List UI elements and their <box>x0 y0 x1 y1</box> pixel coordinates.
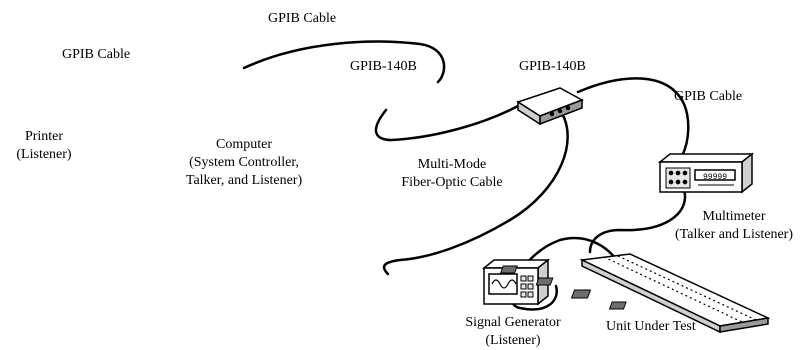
computer-role-line-2: Talker, and Listener) <box>185 173 303 188</box>
multimeter-role: (Talker and Listener) <box>675 227 793 242</box>
signal-generator <box>481 258 551 306</box>
unit-under-test-board <box>499 253 771 334</box>
label-gpib-cable-left: GPIB Cable <box>62 47 131 62</box>
gpib-cable-top-left <box>242 40 446 84</box>
multimeter-name: Multimeter <box>702 209 766 224</box>
signal-generator-role: (Listener) <box>485 333 541 348</box>
label-gpib-cable-right: GPIB Cable <box>674 89 743 104</box>
printer-role: (Listener) <box>16 147 72 162</box>
fiber-line-1: Multi-Mode <box>417 157 487 172</box>
signal-generator-name: Signal Generator <box>465 315 561 330</box>
printer-name: Printer <box>24 129 64 144</box>
label-unit-under-test: Unit Under Test <box>606 319 696 334</box>
gpib-140b-box <box>516 87 584 126</box>
label-fiber-optic-cable: Multi-Mode Fiber-Optic Cable <box>388 156 516 192</box>
label-gpib-140b-left: GPIB-140B <box>350 59 417 74</box>
computer-role-line-1: (System Controller, <box>189 155 299 170</box>
gpib-cable-to-signal-generator <box>382 108 569 276</box>
fiber-line-2: Fiber-Optic Cable <box>401 175 503 190</box>
label-signal-generator: Signal Generator (Listener) <box>448 314 578 350</box>
multimeter: 99999 <box>657 152 755 194</box>
label-gpib-140b-right: GPIB-140B <box>519 59 586 74</box>
cable-multimeter-to-uut <box>588 188 687 254</box>
label-computer: Computer (System Controller, Talker, and… <box>162 136 326 190</box>
label-gpib-cable-top: GPIB Cable <box>268 11 337 26</box>
label-printer: Printer (Listener) <box>4 128 84 164</box>
label-multimeter: Multimeter (Talker and Listener) <box>662 208 806 244</box>
multimeter-display: 99999 <box>703 173 727 182</box>
computer-name: Computer <box>216 137 272 152</box>
fiber-optic-cable <box>374 104 520 142</box>
gpib-cable-to-multimeter <box>576 77 690 158</box>
